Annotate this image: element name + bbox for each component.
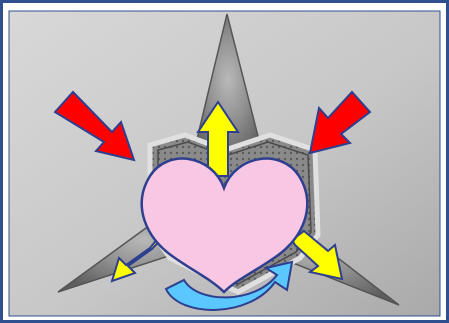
- diagram-canvas: [0, 0, 449, 323]
- diagram-frame: [0, 0, 449, 323]
